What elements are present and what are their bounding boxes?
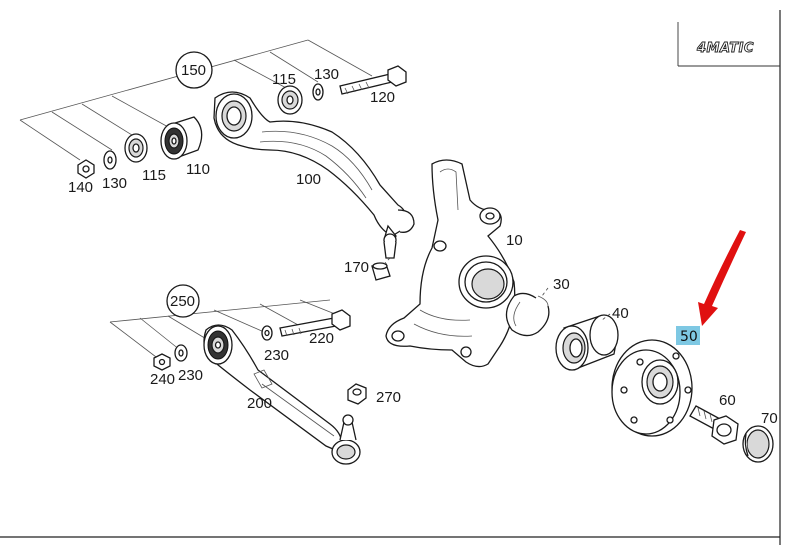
label-70: 70 bbox=[761, 410, 778, 427]
label-240: 240 bbox=[150, 371, 175, 388]
highlight-box[interactable] bbox=[676, 326, 700, 345]
brand-logo-text: 4MATIC bbox=[696, 41, 754, 56]
label-140: 140 bbox=[68, 179, 93, 196]
bolt-120 bbox=[339, 65, 407, 95]
label-110: 110 bbox=[186, 161, 210, 178]
label-270: 270 bbox=[376, 389, 401, 406]
dust-cap-70 bbox=[742, 425, 774, 463]
label-250: 250 bbox=[170, 293, 195, 310]
label-50: 50 bbox=[680, 329, 698, 345]
ref-circle-250 bbox=[166, 284, 200, 318]
label-170: 170 bbox=[344, 259, 369, 276]
ref-circle-150 bbox=[175, 51, 213, 89]
washer-230-left bbox=[174, 344, 188, 362]
highlighted-part-badge[interactable]: 50 bbox=[676, 326, 700, 345]
upper-control-arm-100 bbox=[213, 91, 415, 259]
red-pointer-arrow bbox=[698, 230, 746, 326]
leader-40 bbox=[601, 313, 611, 321]
nut-270 bbox=[347, 383, 367, 405]
leader-lines-upper bbox=[19, 39, 373, 161]
label-150: 150 bbox=[181, 62, 206, 79]
lower-control-arm-200 bbox=[203, 324, 361, 465]
label-200: 200 bbox=[247, 395, 272, 412]
label-230-right: 230 bbox=[264, 347, 289, 364]
label-100: 100 bbox=[296, 171, 321, 188]
label-115-right: 115 bbox=[272, 71, 296, 88]
steering-knuckle-10 bbox=[385, 159, 516, 368]
label-40: 40 bbox=[612, 305, 629, 322]
label-120: 120 bbox=[370, 89, 395, 106]
label-60: 60 bbox=[719, 392, 736, 409]
brand-logo: 4MATIC bbox=[677, 22, 780, 67]
washer-230-right bbox=[261, 325, 273, 341]
nut-140 bbox=[77, 159, 95, 179]
label-10: 10 bbox=[506, 232, 523, 249]
leader-30 bbox=[541, 287, 549, 297]
leader-170 bbox=[383, 257, 391, 265]
label-230-left: 230 bbox=[178, 367, 203, 384]
leader-lines-lower bbox=[109, 284, 341, 361]
washer-130-left bbox=[103, 150, 117, 170]
label-30: 30 bbox=[553, 276, 570, 293]
label-220: 220 bbox=[309, 330, 334, 347]
nut-240 bbox=[153, 353, 171, 371]
wheel-bolt-60 bbox=[689, 405, 739, 445]
bushing-115-right bbox=[277, 85, 303, 115]
label-130-left: 130 bbox=[102, 175, 127, 192]
washer-130-right bbox=[312, 83, 324, 101]
label-130-right: 130 bbox=[314, 66, 339, 83]
bushing-110 bbox=[160, 116, 203, 160]
bushing-115-left bbox=[124, 133, 148, 163]
bolt-220 bbox=[279, 309, 351, 337]
wheel-bearing-40 bbox=[555, 314, 619, 371]
wheel-hub-50 bbox=[611, 339, 693, 437]
label-115-left: 115 bbox=[142, 167, 166, 184]
nut-170 bbox=[371, 262, 391, 281]
circlip-30 bbox=[505, 292, 550, 337]
